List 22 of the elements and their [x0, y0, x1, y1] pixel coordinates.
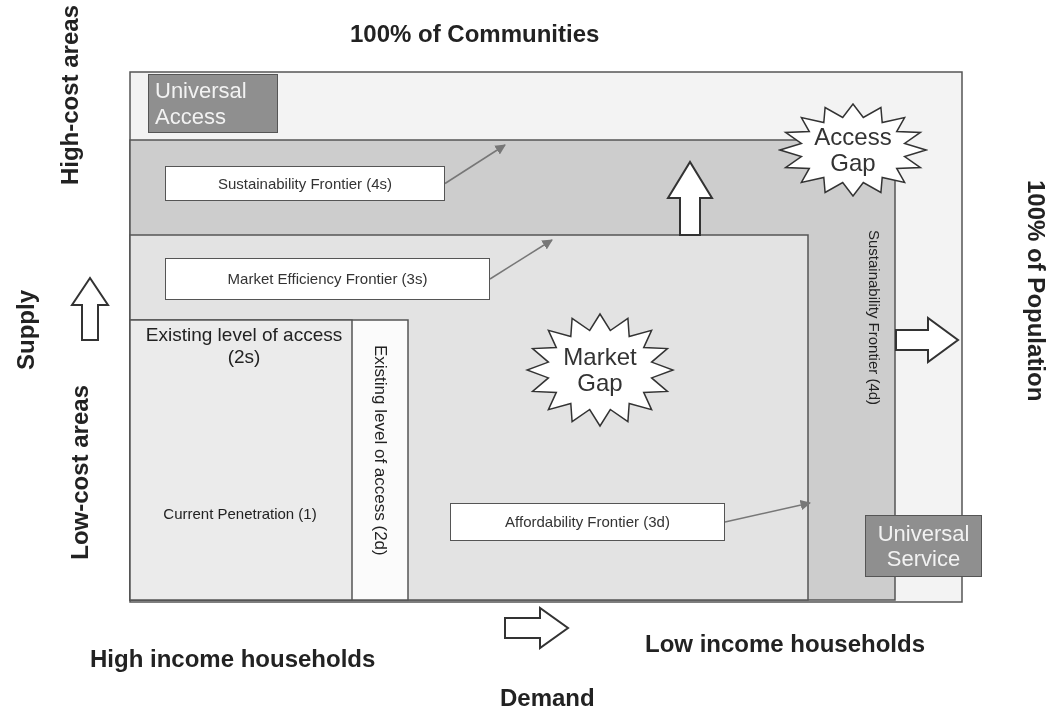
- leader-arrow: [489, 239, 553, 280]
- leader-arrow: [444, 144, 506, 185]
- market-gap-burst: Market Gap: [525, 312, 675, 428]
- axis-heading: 100% of Population: [1022, 180, 1050, 402]
- axis-label: High income households: [90, 645, 376, 673]
- frontier-box: Market Efficiency Frontier (3s): [165, 258, 490, 300]
- axis-heading: 100% of Communities: [350, 20, 600, 48]
- axis-label: High-cost areas: [56, 5, 84, 186]
- region-label: Sustainability Frontier (4d): [866, 230, 883, 406]
- axis-title: Demand: [500, 684, 595, 712]
- axis-label: Low income households: [645, 630, 926, 658]
- axis-title: Supply: [12, 290, 40, 370]
- frontier-box: Sustainability Frontier (4s): [165, 166, 445, 201]
- access-gap-burst: Access Gap: [778, 102, 928, 198]
- universal-service-box: Universal Service: [865, 515, 982, 577]
- frontier-box: Affordability Frontier (3d): [450, 503, 725, 541]
- region-label: Current Penetration (1): [162, 505, 318, 522]
- region-label: Existing level of access (2s): [144, 324, 344, 368]
- leader-arrow: [724, 499, 811, 523]
- region-label: Existing level of access (2d): [370, 345, 390, 556]
- universal-access-box: Universal Access: [148, 74, 278, 133]
- axis-label: Low-cost areas: [66, 385, 94, 560]
